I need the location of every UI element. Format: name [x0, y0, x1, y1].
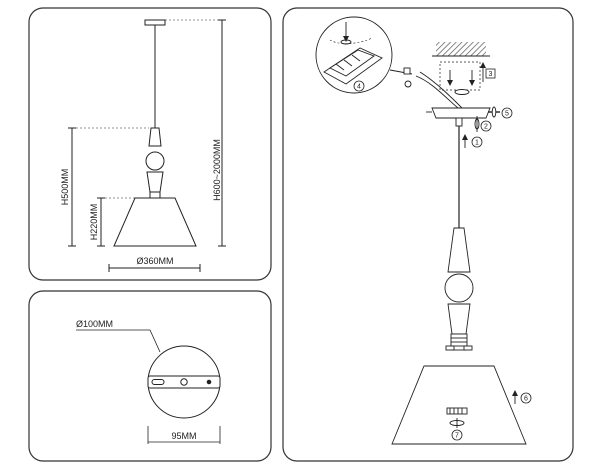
- svg-text:2: 2: [484, 124, 488, 131]
- upper-finial: [148, 127, 162, 147]
- panel-assembly-frame: [282, 7, 574, 462]
- step-marker-4: 4: [353, 80, 365, 92]
- svg-text:5: 5: [505, 111, 509, 118]
- assembly-drawing: [315, 16, 527, 445]
- lamp-dimension-drawing: [68, 19, 226, 272]
- step-marker-1: 1: [471, 136, 483, 148]
- panel-canopy-frame: [28, 290, 272, 462]
- step-marker-5: 5: [501, 107, 513, 119]
- assembly-canopy: [431, 107, 491, 119]
- body-height-label: H500MM: [60, 169, 70, 206]
- svg-text:6: 6: [524, 396, 528, 403]
- canopy-drawing: [76, 329, 221, 444]
- step-marker-7: 7: [451, 429, 463, 441]
- svg-text:1: 1: [475, 140, 479, 147]
- step-marker-3: 3: [485, 68, 496, 79]
- svg-text:4: 4: [357, 84, 361, 91]
- lower-cone: [146, 171, 164, 193]
- lamp-shade: [113, 197, 197, 247]
- ceiling-canopy: [144, 19, 166, 26]
- panel-dimensions-frame: [28, 7, 272, 281]
- assembly-shade: [391, 365, 527, 445]
- canopy-diameter-label: Ø100MM: [76, 319, 113, 329]
- decor-ball: [145, 151, 165, 171]
- shade-diameter-label: Ø360MM: [136, 256, 173, 266]
- svg-text:7: 7: [455, 433, 459, 440]
- lamp-socket: [149, 191, 161, 199]
- total-height-label: H600~2000MM: [212, 139, 222, 201]
- shade-height-label: H220MM: [89, 204, 99, 241]
- ceiling-hatch: [436, 42, 486, 56]
- step-marker-2: 2: [480, 120, 492, 132]
- mount-spacing-label: 95MM: [171, 431, 196, 441]
- svg-text:3: 3: [489, 71, 493, 78]
- step-marker-6: 6: [520, 392, 532, 404]
